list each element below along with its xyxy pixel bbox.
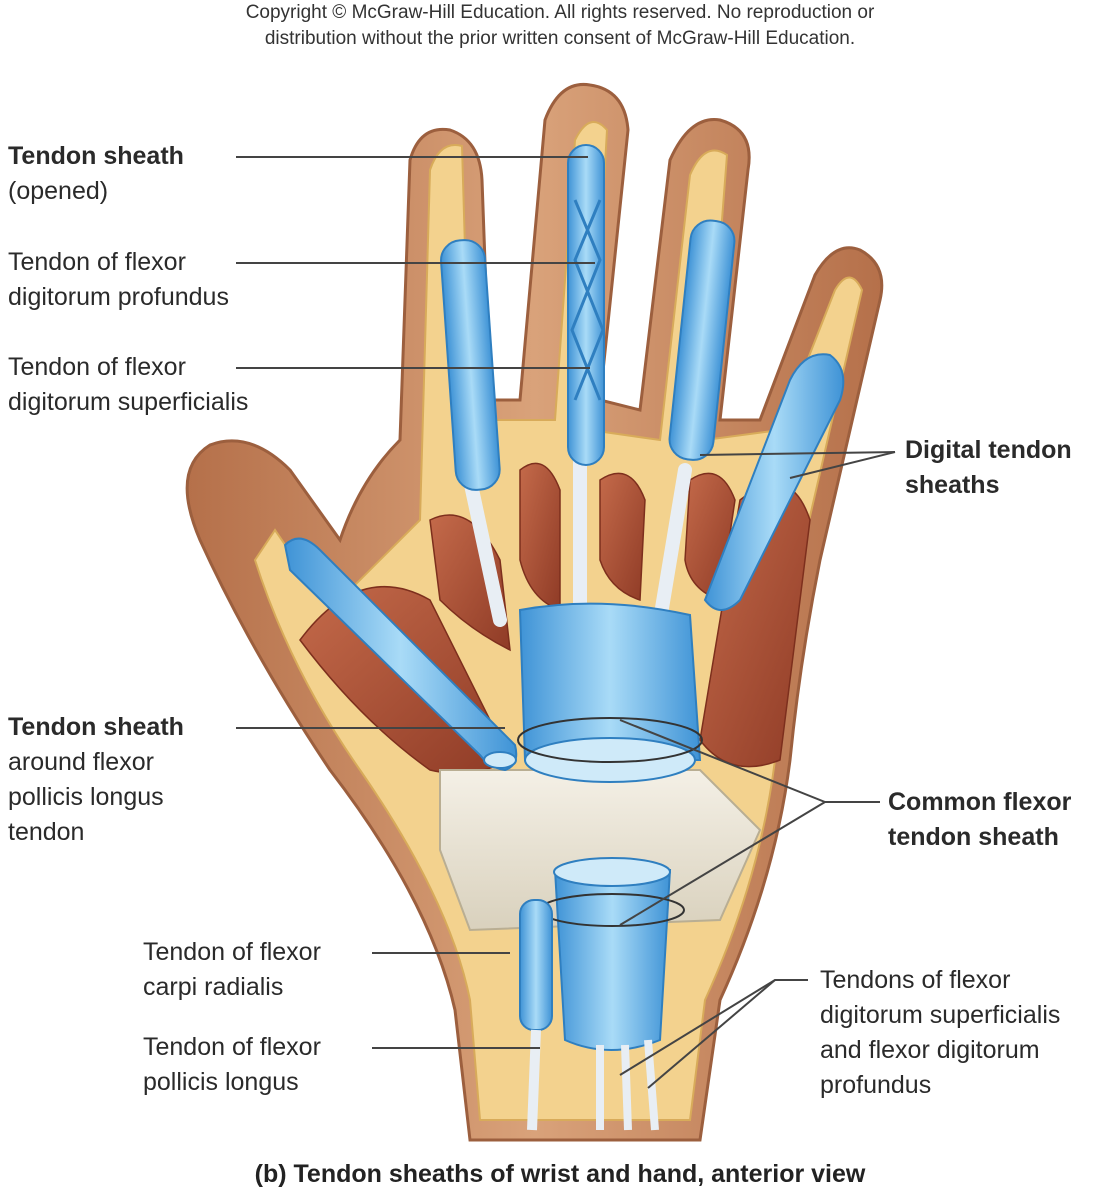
label-fds-fdp: Tendons of flexor digitorum superficiali… [820, 963, 1060, 1103]
leader-lines [236, 156, 896, 1089]
label-line: Tendon of flexor [143, 1033, 321, 1061]
label-line: Tendon of flexor [8, 248, 186, 276]
copyright-line-1: Copyright © McGraw-Hill Education. All r… [245, 2, 875, 23]
label-digital-tendon-sheaths: Digital tendon sheaths [905, 433, 1072, 503]
common-flexor-sheath-lower [519, 857, 685, 1131]
label-line: Tendons of flexor [820, 966, 1011, 994]
thumb-tendon-sheath [283, 537, 518, 772]
label-line: pollicis longus [143, 1068, 299, 1096]
label-line: pollicis longus [8, 783, 164, 811]
label-line: and flexor digitorum [820, 1036, 1040, 1064]
label-line: Digital tendon [905, 436, 1072, 464]
figure-caption: (b) Tendon sheaths of wrist and hand, an… [254, 1160, 866, 1188]
opened-sheath-detail [570, 199, 605, 401]
label-tendon-sheath-opened: Tendon sheath (opened) [8, 139, 184, 209]
label-fpl-sheath: Tendon sheath around flexor pollicis lon… [8, 710, 184, 850]
label-line: digitorum profundus [8, 283, 229, 311]
label-common-flexor-sheath: Common flexor tendon sheath [888, 785, 1071, 855]
label-line: digitorum superficialis [8, 388, 249, 416]
label-line: around flexor [8, 748, 154, 776]
common-flexor-sheath-upper [517, 602, 703, 783]
label-fdp: Tendon of flexor digitorum profundus [8, 245, 229, 315]
label-line: tendon sheath [888, 823, 1059, 851]
label-fpl: Tendon of flexor pollicis longus [143, 1030, 321, 1100]
label-fcr: Tendon of flexor carpi radialis [143, 935, 321, 1005]
copyright-line-2: distribution without the prior written c… [264, 28, 856, 49]
label-line: carpi radialis [143, 973, 284, 1001]
label-line: tendon [8, 818, 85, 846]
label-line: Tendon of flexor [8, 353, 186, 381]
label-line: Tendon of flexor [143, 938, 321, 966]
label-line: (opened) [8, 177, 109, 205]
label-line: Common flexor [888, 788, 1072, 816]
label-line: digitorum superficialis [820, 1001, 1061, 1029]
label-fds: Tendon of flexor digitorum superficialis [8, 350, 248, 420]
label-line: profundus [820, 1071, 932, 1099]
label-line: Tendon sheath [8, 142, 184, 170]
label-line: Tendon sheath [8, 713, 184, 741]
label-line: sheaths [905, 471, 1000, 499]
